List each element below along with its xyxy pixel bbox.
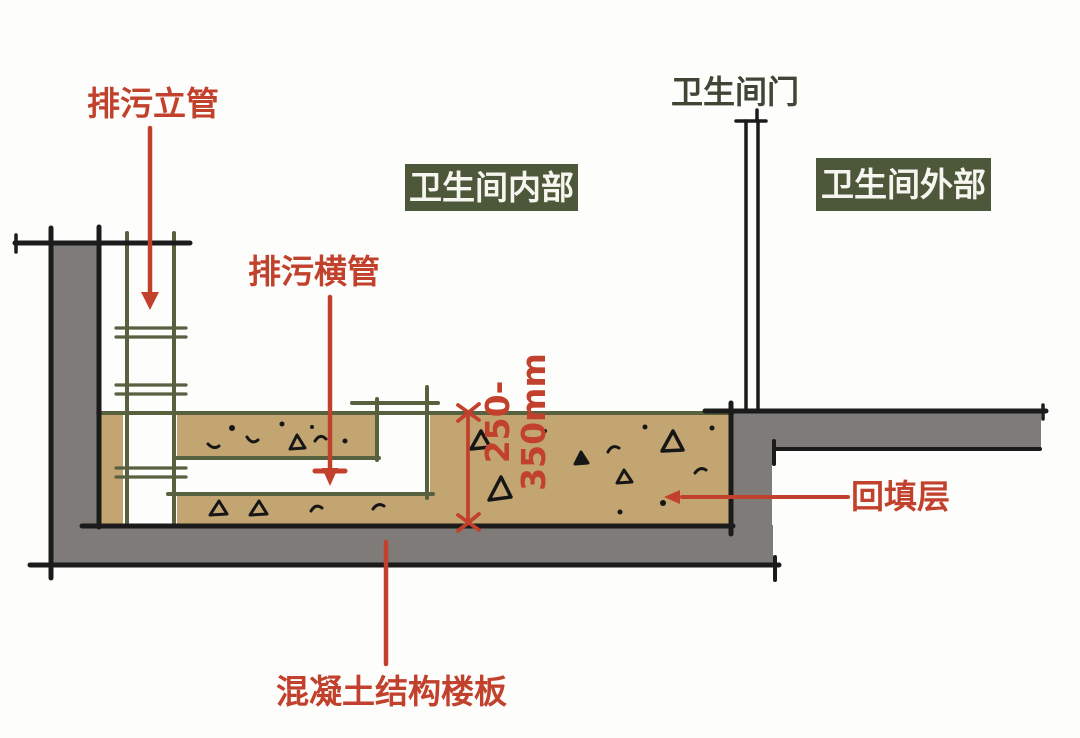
outside-slab-fill	[733, 411, 1041, 449]
speck-dot	[229, 425, 235, 431]
speck-dot	[543, 429, 547, 433]
soil-stack-label: 排污立管	[87, 84, 219, 123]
speck-dot	[310, 425, 314, 429]
speck-triangle	[288, 433, 307, 451]
speck-arc	[313, 434, 328, 443]
backfill-fill	[100, 413, 729, 524]
dim-arrow-bottom	[456, 513, 481, 532]
speck-triangle	[660, 429, 685, 453]
sunken-slab-fill	[53, 525, 773, 565]
depth-dimension-text: 250-350mm	[478, 353, 553, 491]
aggregate-specks	[206, 421, 715, 517]
speck-arc	[206, 442, 221, 450]
speck-dot	[642, 424, 648, 430]
speck-triangle	[573, 450, 590, 466]
speck-arc	[693, 467, 708, 475]
speck-dot	[660, 500, 666, 506]
speck-dot	[617, 509, 623, 515]
speck-arc	[606, 445, 621, 454]
concrete-structure	[53, 245, 1041, 565]
outside-badge: 卫生间外部	[816, 158, 991, 211]
arrow-left-icon	[664, 490, 680, 504]
bathroom-door	[734, 108, 768, 410]
pipe-couplings	[114, 326, 188, 479]
inside-badge: 卫生间内部	[405, 164, 578, 211]
annotations	[141, 125, 850, 667]
dim-arrow-top	[456, 403, 481, 422]
speck-triangle	[487, 475, 513, 502]
horizontal-drain-label: 排污横管	[248, 252, 380, 291]
arrow-down-icon	[322, 468, 338, 486]
door-label: 卫生间门	[671, 73, 800, 111]
speck-triangle	[208, 499, 229, 517]
speck-triangle	[469, 429, 492, 451]
backfill-left-sliver	[100, 413, 123, 524]
speck-arc	[309, 504, 324, 513]
left-wall-fill	[53, 245, 99, 565]
structure-lines	[12, 224, 1049, 582]
arrow-down-icon	[141, 292, 159, 310]
slab-label: 混凝土结构楼板	[276, 672, 507, 711]
backfill-right-block	[430, 413, 729, 524]
speck-dot	[709, 425, 715, 431]
speck-arc	[245, 435, 260, 444]
speck-arc	[371, 503, 386, 511]
backfill-label: 回填层	[851, 477, 950, 516]
depth-dimension-line	[456, 402, 481, 533]
speck-dot	[279, 421, 285, 427]
speck-triangle	[248, 499, 269, 517]
speck-dot	[342, 438, 348, 444]
drain-pipes	[96, 231, 735, 526]
backfill-upper-band	[177, 413, 376, 457]
speck-triangle	[615, 468, 634, 485]
